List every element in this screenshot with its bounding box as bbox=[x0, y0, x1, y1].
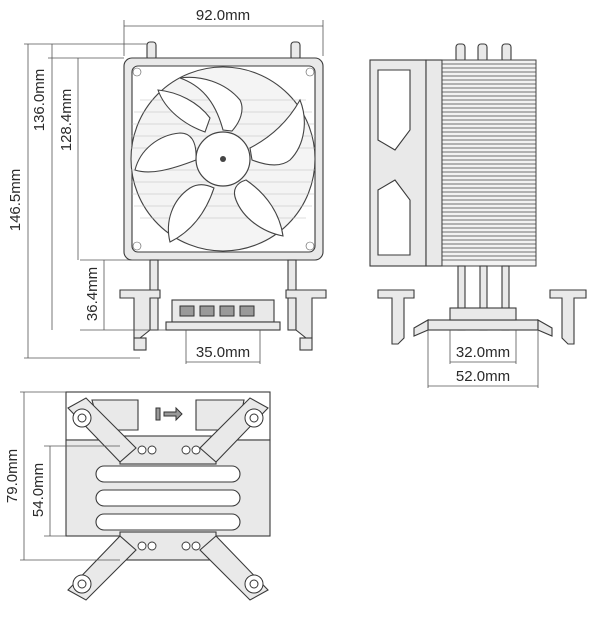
fan-hub-center bbox=[220, 156, 226, 162]
side-dimensions bbox=[427, 330, 539, 388]
side-fan-blade bbox=[377, 179, 411, 256]
side-heatpipe-tip bbox=[477, 43, 488, 63]
airflow-arrow-icon bbox=[155, 407, 161, 421]
dim-height-128: 128.4mm bbox=[58, 89, 75, 152]
fan-screw-icon bbox=[305, 241, 315, 251]
fan-screw-icon bbox=[132, 67, 142, 77]
top-heatpipe-loop bbox=[95, 489, 241, 507]
side-base-block bbox=[449, 307, 517, 321]
dim-height-36: 36.4mm bbox=[84, 267, 101, 321]
fan-screw-icon bbox=[305, 67, 315, 77]
top-retention-plate bbox=[119, 531, 217, 561]
mount-screw-right bbox=[299, 337, 313, 351]
base-plate bbox=[165, 321, 281, 331]
heatpipe-tip-left bbox=[146, 41, 157, 61]
side-fan-clip bbox=[425, 59, 443, 267]
dim-depth-54: 54.0mm bbox=[30, 463, 47, 517]
top-heatpipe-loop bbox=[95, 513, 241, 531]
top-view bbox=[65, 391, 271, 601]
mount-bracket-left bbox=[119, 289, 161, 339]
side-base-plate bbox=[427, 319, 539, 331]
side-clip bbox=[537, 319, 553, 337]
top-dimensions bbox=[20, 391, 120, 561]
fan-screw-icon bbox=[132, 241, 142, 251]
dim-depth-52: 52.0mm bbox=[456, 368, 510, 385]
base-rib bbox=[219, 305, 235, 317]
side-fin-block bbox=[441, 59, 537, 267]
side-fin-stack bbox=[441, 59, 537, 267]
front-view bbox=[119, 41, 327, 351]
dim-base-32: 32.0mm bbox=[456, 344, 510, 361]
side-fan-blade bbox=[377, 69, 411, 151]
heatpipe-tip-right bbox=[290, 41, 301, 61]
retention-screws bbox=[137, 445, 201, 551]
dim-fan-width: 92.0mm bbox=[196, 7, 250, 24]
mount-screw-heads bbox=[72, 408, 264, 594]
front-dimensions bbox=[24, 20, 324, 364]
dim-base-35: 35.0mm bbox=[196, 344, 250, 361]
side-heatpipe-tip bbox=[501, 43, 512, 63]
top-heatpipe-loop bbox=[95, 465, 241, 483]
base-rib bbox=[179, 305, 195, 317]
side-view bbox=[369, 43, 587, 345]
airflow-arrow-icon bbox=[163, 406, 183, 422]
side-clip bbox=[413, 319, 429, 337]
side-bracket-left bbox=[377, 289, 415, 345]
dim-depth-79: 79.0mm bbox=[4, 449, 21, 503]
dim-total-height: 146.5mm bbox=[7, 169, 24, 232]
base-rib bbox=[199, 305, 215, 317]
base-rib bbox=[239, 305, 255, 317]
mount-screw-left bbox=[133, 337, 147, 351]
dim-height-136: 136.0mm bbox=[31, 69, 48, 132]
side-bracket-right bbox=[549, 289, 587, 345]
side-heatpipe-tip bbox=[455, 43, 466, 63]
fan-blades bbox=[134, 76, 305, 243]
